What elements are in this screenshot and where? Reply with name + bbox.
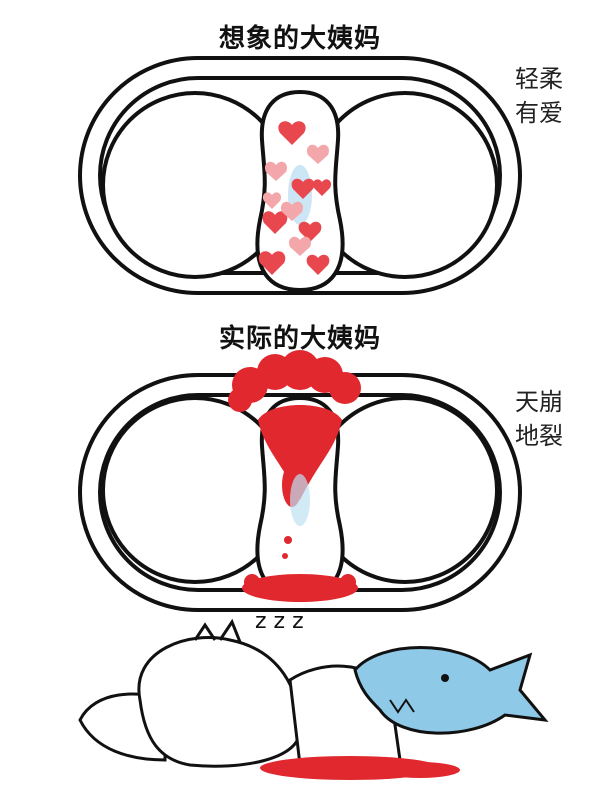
title-actual: 实际的大姨妈	[218, 324, 381, 354]
caption-actual-line2: 地裂	[515, 422, 563, 450]
caption-imagined: 轻柔 有爱	[515, 62, 563, 130]
caption-actual-line1: 天崩	[515, 388, 563, 416]
caption-imagined-line2: 有爱	[515, 99, 563, 127]
shark-plush	[353, 646, 549, 735]
pad-actual	[255, 395, 345, 599]
blood-splash-bottom	[242, 574, 358, 602]
caption-imagined-line1: 轻柔	[515, 65, 563, 93]
blood-pool	[260, 756, 460, 780]
hearts-imagined	[258, 121, 332, 275]
caption-actual: 天崩 地裂	[515, 385, 563, 453]
blood-splash-top	[228, 350, 361, 412]
title-imagined: 想象的大姨妈	[218, 24, 381, 54]
sleeping-girl	[78, 618, 402, 768]
sleep-z-text: z z z	[255, 609, 304, 634]
